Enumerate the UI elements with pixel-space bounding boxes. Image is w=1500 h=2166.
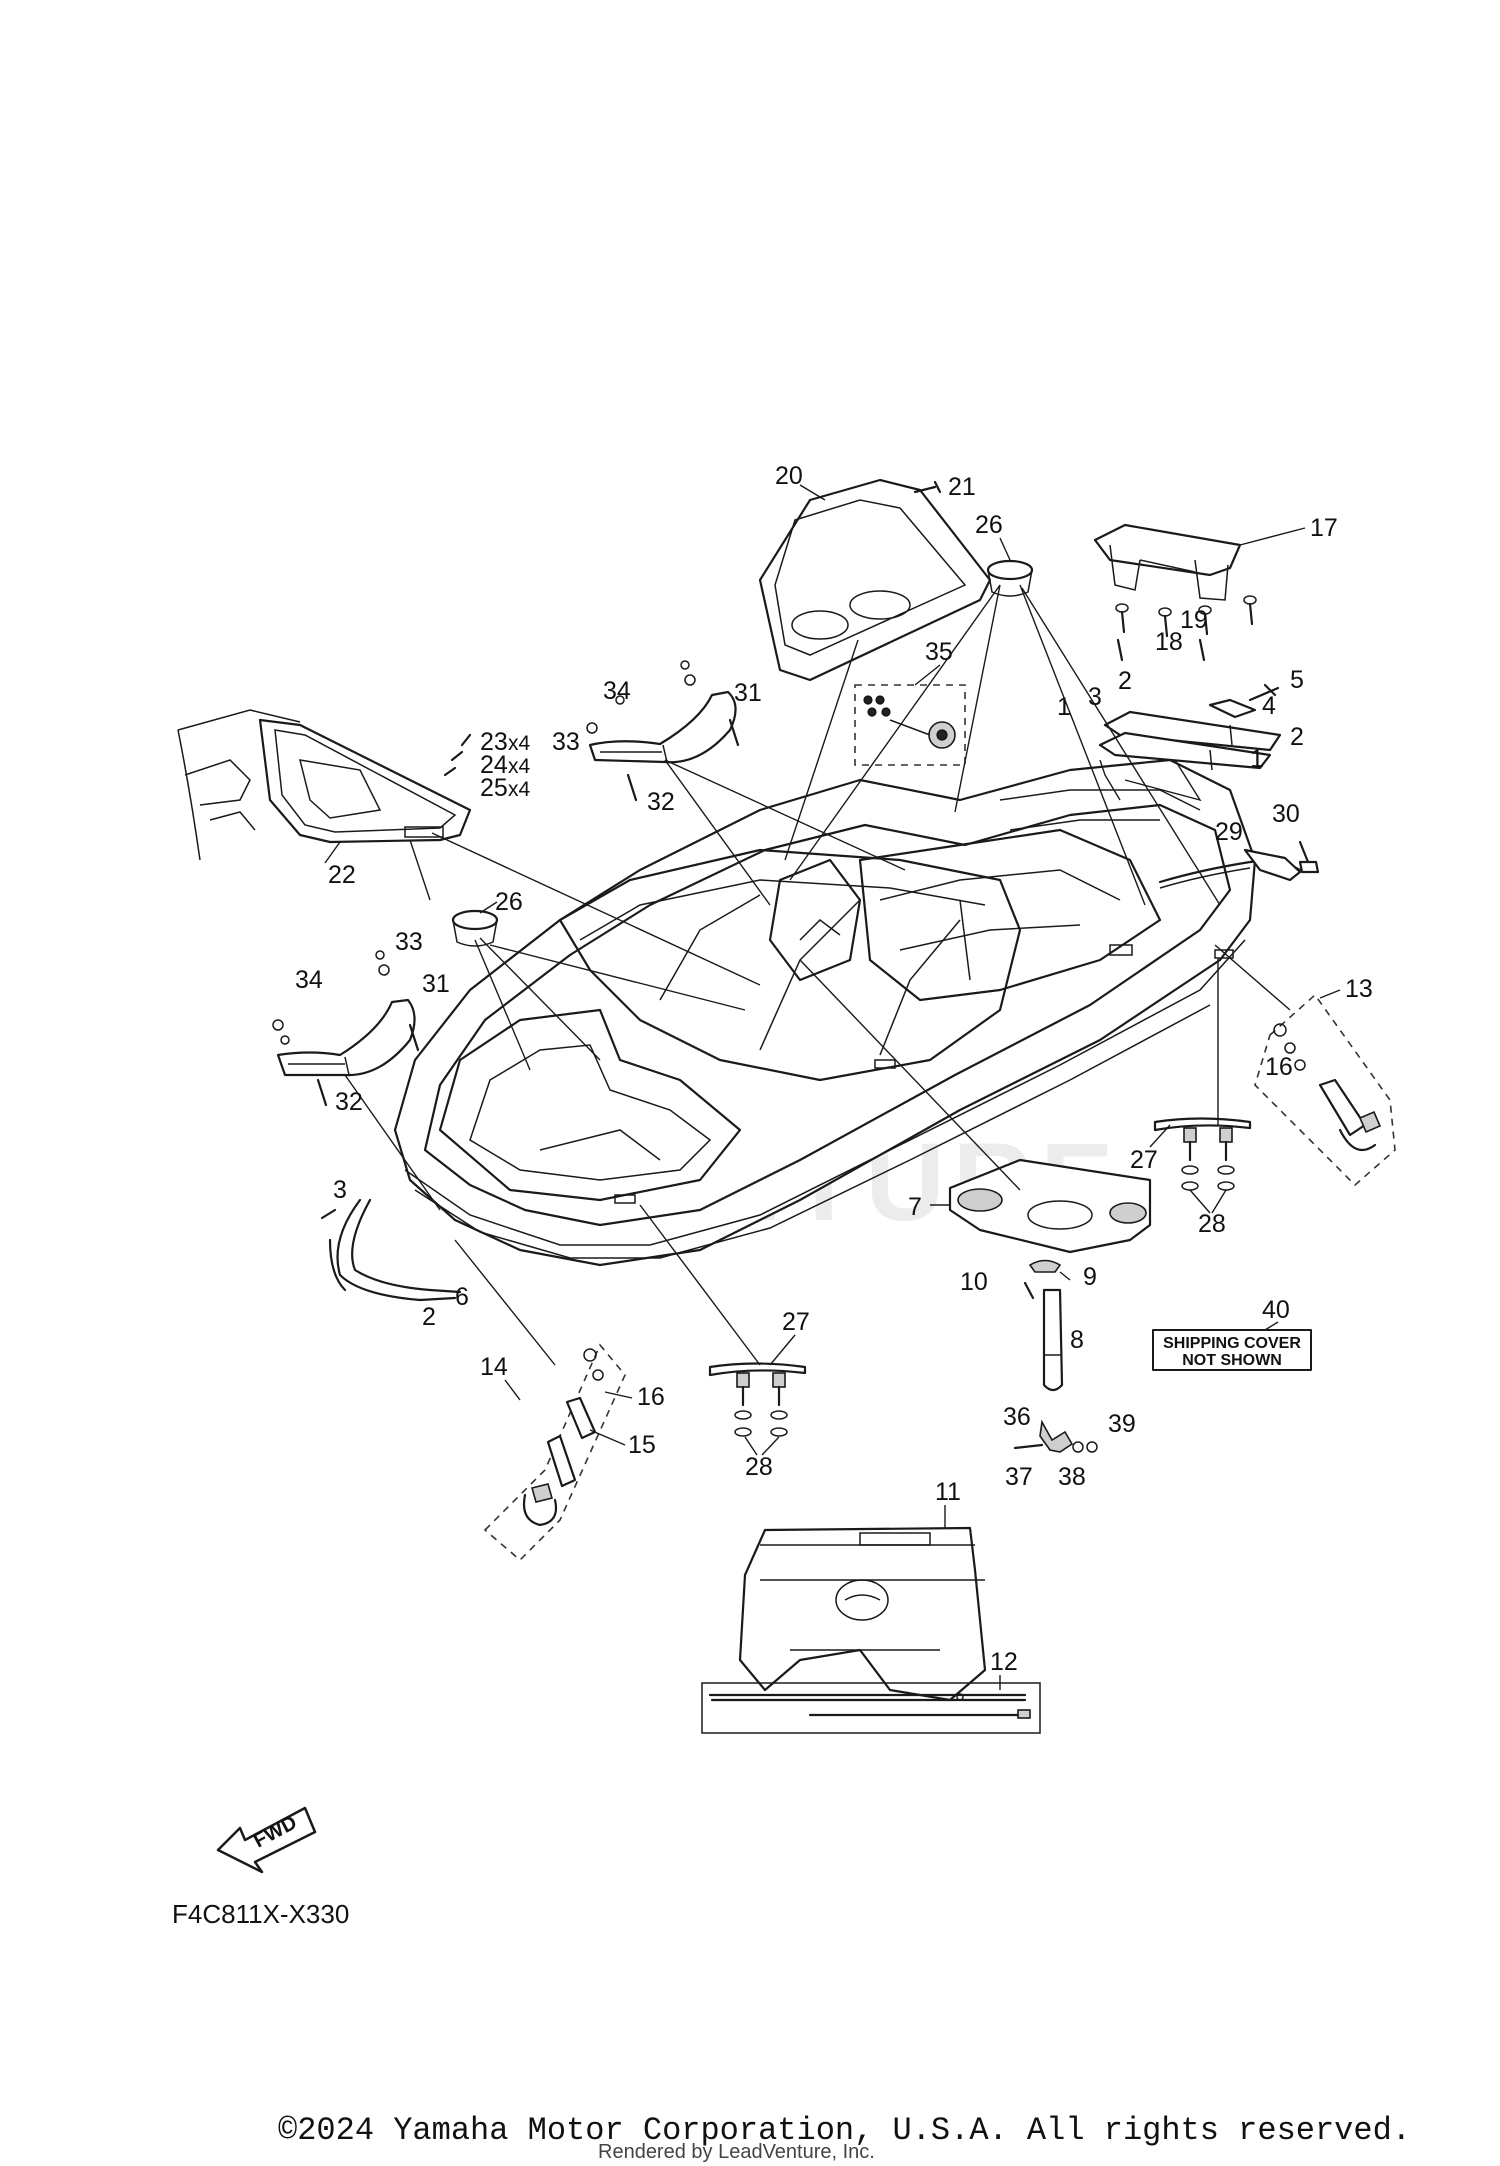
label-25: 25 [480, 774, 508, 802]
label-7: 7 [908, 1193, 922, 1221]
part-26-cup-holder-upper [986, 559, 1034, 597]
label-25-qty: x4 [508, 778, 531, 801]
label-15: 15 [628, 1431, 656, 1459]
label-4: 4 [1262, 692, 1276, 720]
label-23: 23 [480, 728, 508, 756]
label-20: 20 [775, 462, 803, 490]
leader-lines [344, 584, 1291, 1366]
figure-code: F4C811X-X330 [172, 1899, 349, 1929]
label-2-rail: 2 [1290, 723, 1304, 751]
part-18-19-bolts [1115, 595, 1257, 662]
label-23-qty: x4 [508, 732, 531, 755]
label-1-rail: 1 [1250, 745, 1264, 773]
label-1-top: 1 [1057, 693, 1071, 721]
label-31-lower: 31 [422, 970, 450, 998]
label-18: 18 [1155, 628, 1183, 656]
part-28-nuts-right [1181, 1165, 1235, 1191]
label-9: 9 [1083, 1263, 1097, 1291]
rendered-by-text: Rendered by LeadVenture, Inc. [598, 2141, 875, 2163]
part-12-pole [701, 1682, 1041, 1734]
label-24-qty: x4 [508, 755, 531, 778]
label-34-lower: 34 [295, 966, 323, 994]
part-4-5-clip [1208, 683, 1280, 719]
part-36-bracket [1039, 1419, 1074, 1453]
note-line-1: SHIPPING COVER [1163, 1335, 1301, 1352]
part-1-2-rails [1098, 710, 1282, 771]
part-21-screw [913, 480, 942, 494]
label-2-top: 2 [1118, 667, 1132, 695]
label-2-bow: 2 [422, 1303, 436, 1331]
part-14-tie-down-group [483, 1343, 626, 1562]
label-38: 38 [1058, 1463, 1086, 1491]
part-39-nut [1086, 1441, 1098, 1453]
part-9-table-base [1028, 1259, 1062, 1273]
label-26-upper: 26 [975, 511, 1003, 539]
label-17: 17 [1310, 514, 1338, 542]
label-33-upper: 33 [552, 728, 580, 756]
label-16-right: 16 [1265, 1053, 1293, 1081]
label-10: 10 [960, 1268, 988, 1296]
part-38-washer [1072, 1441, 1084, 1453]
part-27-cleat-right [1153, 1117, 1252, 1162]
label-37: 37 [1005, 1463, 1033, 1491]
part-8-table-post [1042, 1288, 1064, 1392]
shipping-cover-note: SHIPPING COVER NOT SHOWN [1152, 1329, 1312, 1371]
copyright-text: ©2024 Yamaha Motor Corporation, U.S.A. A… [278, 2112, 1411, 2149]
label-40: 40 [1262, 1296, 1290, 1324]
label-31-upper: 31 [734, 679, 762, 707]
part-37-bolt [1013, 1443, 1044, 1450]
label-8: 8 [1070, 1326, 1084, 1354]
label-12: 12 [990, 1648, 1018, 1676]
label-27-left: 27 [782, 1308, 810, 1336]
part-29-hose [1158, 848, 1302, 889]
label-26-lower: 26 [495, 888, 523, 916]
part-27-cleat-left [708, 1362, 807, 1407]
label-36: 36 [1003, 1403, 1031, 1431]
label-19: 19 [1180, 606, 1208, 634]
label-24: 24 [480, 751, 508, 779]
part-2-6-bow-trim [320, 1198, 462, 1302]
label-16-left: 16 [637, 1383, 665, 1411]
label-34-upper: 34 [603, 677, 631, 705]
label-27-right: 27 [1130, 1146, 1158, 1174]
label-35: 35 [925, 638, 953, 666]
label-3-bow: 3 [333, 1176, 347, 1204]
label-28-left: 28 [745, 1453, 773, 1481]
part-22-storage-cover-inset [177, 709, 472, 861]
part-30-fitting [1298, 840, 1320, 874]
label-leader-stubs [324, 484, 1341, 1690]
fwd-arrow-icon: FWD [216, 1806, 317, 1874]
label-29: 29 [1215, 818, 1243, 846]
label-14: 14 [480, 1353, 508, 1381]
part-17-bracket [1093, 523, 1242, 601]
part-labels: 20 21 26 17 19 18 35 34 31 33 32 23 x4 2… [295, 462, 1373, 1676]
label-3-top: 3 [1088, 683, 1102, 711]
part-32-34-fasteners [272, 660, 740, 1107]
label-33-lower: 33 [395, 928, 423, 956]
part-31-grab-handle-upper [588, 690, 737, 764]
part-7-table-top [948, 1158, 1152, 1254]
part-13-tie-down-group [1254, 993, 1396, 1187]
label-11: 11 [935, 1478, 961, 1506]
part-26-cup-holder-lower [451, 909, 499, 947]
label-32-lower: 32 [335, 1088, 363, 1116]
label-28-right: 28 [1198, 1210, 1226, 1238]
label-22: 22 [328, 861, 356, 889]
part-10-screw [1023, 1281, 1035, 1300]
label-30: 30 [1272, 800, 1300, 828]
note-line-2: NOT SHOWN [1182, 1352, 1282, 1369]
part-20-storage-tray [758, 478, 992, 682]
part-31-grab-handle-lower [276, 998, 416, 1077]
label-5: 5 [1290, 666, 1304, 694]
label-39: 39 [1108, 1410, 1136, 1438]
label-32-upper: 32 [647, 788, 675, 816]
part-35-switch-panel [854, 684, 966, 766]
part-11-cooler [738, 1526, 987, 1702]
label-13: 13 [1345, 975, 1373, 1003]
label-6: 6 [455, 1283, 469, 1311]
part-28-nuts-left [734, 1410, 788, 1437]
label-21: 21 [948, 473, 976, 501]
